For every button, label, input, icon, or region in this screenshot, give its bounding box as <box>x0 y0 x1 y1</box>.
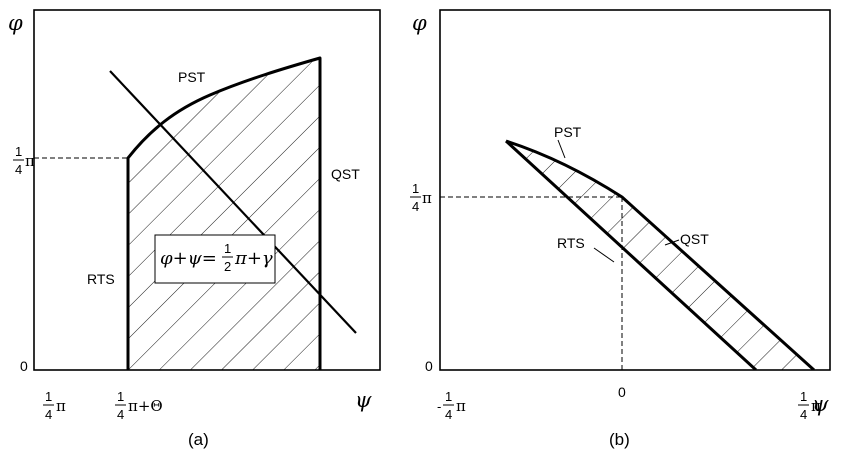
panel-b-y-axis-symbol: φ <box>412 11 427 35</box>
svg-text:π: π <box>422 189 432 207</box>
panel-a-label-pst: PST <box>178 69 206 85</box>
panel-b-hatched-region <box>506 141 814 370</box>
panel-b-caption: (b) <box>609 430 630 449</box>
panel-a-label-rts: RTS <box>87 271 115 287</box>
panel-b-qst-leader <box>664 239 680 246</box>
svg-text:1: 1 <box>412 181 419 196</box>
svg-text:π+Θ: π+Θ <box>128 397 163 415</box>
panel-b-x-tick-left: - 1 4 π <box>437 389 466 422</box>
svg-text:-: - <box>437 399 441 414</box>
panel-b-rts-leader <box>593 247 615 263</box>
panel-b-label-qst: QST <box>680 231 709 247</box>
panel-a-x-axis-symbol: ψ <box>355 388 372 412</box>
panel-a-y-axis-symbol: φ <box>8 11 23 35</box>
svg-text:4: 4 <box>445 407 452 422</box>
svg-text:1: 1 <box>117 389 124 404</box>
svg-text:1: 1 <box>800 389 807 404</box>
panel-a-equation: φ+ψ= 1 2 π+γ <box>160 241 273 274</box>
equation-lhs: φ+ψ= <box>160 248 217 269</box>
panel-b: PST RTS QST φ ψ 0 1 4 π - 1 4 π 0 1 4 <box>410 9 831 449</box>
panel-a: φ+ψ= 1 2 π+γ PST QST RTS φ ψ 0 1 4 π 1 4… <box>8 9 381 449</box>
equation-frac-num: 1 <box>224 241 231 256</box>
panel-b-origin-label: 0 <box>425 358 433 374</box>
panel-b-pst-leader <box>557 139 566 159</box>
panel-a-origin-label: 0 <box>20 358 28 374</box>
svg-text:1: 1 <box>445 389 452 404</box>
svg-text:π: π <box>56 397 66 415</box>
panel-b-label-pst: PST <box>554 124 582 140</box>
svg-text:π: π <box>456 397 466 415</box>
panel-b-y-tick-label: 1 4 π <box>410 181 432 214</box>
svg-text:4: 4 <box>412 199 419 214</box>
panel-a-diagonal-line <box>109 70 357 334</box>
panel-a-x-tick-2: 1 4 π+Θ <box>115 389 163 422</box>
svg-text:π: π <box>811 397 821 415</box>
panel-b-x-axis-symbol: ψ <box>812 392 829 416</box>
panel-a-hatched-region <box>128 58 320 370</box>
equation-rhs: π+γ <box>234 248 273 269</box>
panel-b-label-rts: RTS <box>557 235 585 251</box>
svg-text:4: 4 <box>800 407 807 422</box>
svg-text:4: 4 <box>45 407 52 422</box>
svg-text:π: π <box>25 152 35 170</box>
svg-text:1: 1 <box>15 144 22 159</box>
panel-a-region-boundary <box>126 56 322 370</box>
panel-b-region-boundary <box>504 139 816 370</box>
svg-text:4: 4 <box>117 407 124 422</box>
svg-text:4: 4 <box>15 162 22 177</box>
panel-a-equation-box <box>154 234 276 284</box>
panel-b-frame <box>439 9 831 371</box>
panel-a-caption: (a) <box>188 430 209 449</box>
panel-b-x-tick-right: 1 4 π <box>798 389 821 422</box>
panel-a-y-tick-label: 1 4 π <box>13 144 35 177</box>
panel-a-label-qst: QST <box>331 166 360 182</box>
panel-b-x-tick-mid: 0 <box>618 384 626 400</box>
svg-text:1: 1 <box>45 389 52 404</box>
panel-a-x-tick-1: 1 4 π <box>43 389 66 422</box>
equation-frac-den: 2 <box>224 259 231 274</box>
